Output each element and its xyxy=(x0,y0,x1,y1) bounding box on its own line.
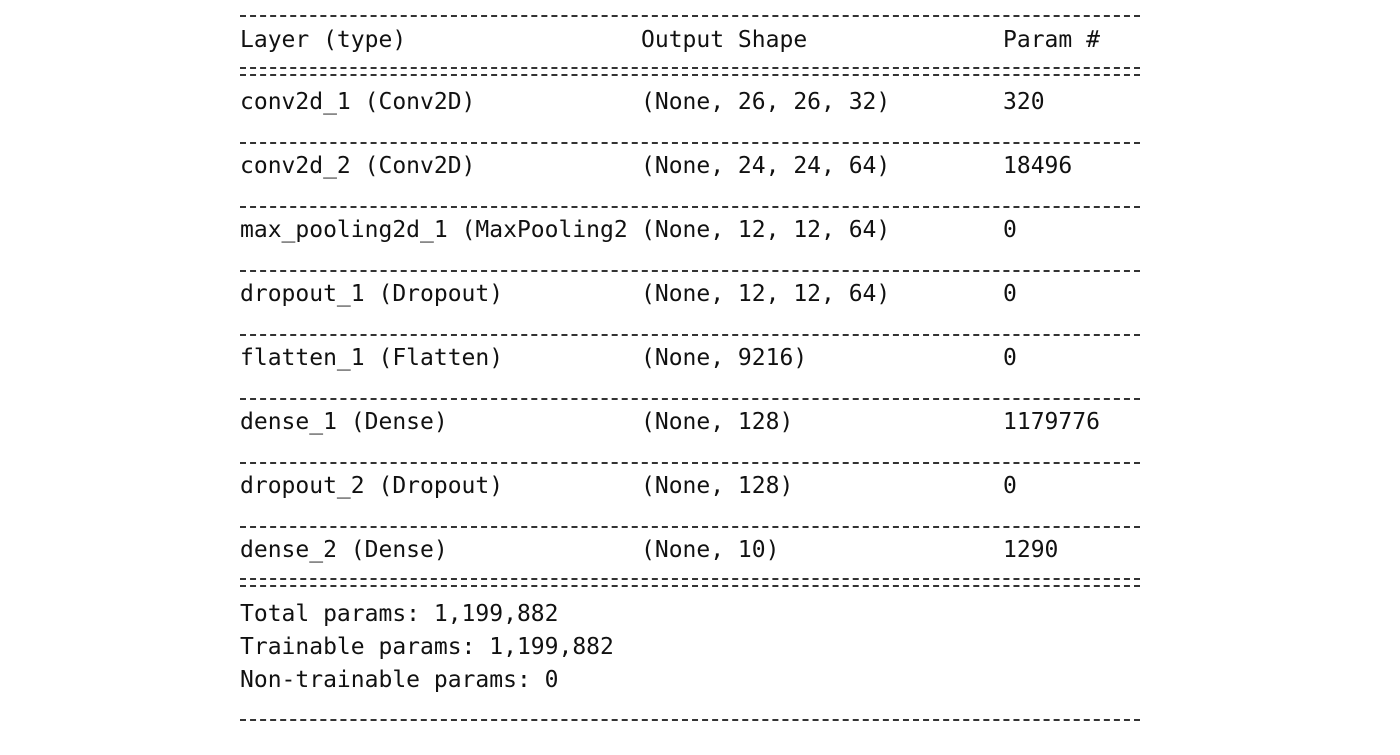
output-shape: (None, 12, 12, 64) xyxy=(641,217,891,243)
row-separator xyxy=(240,142,1140,144)
top-separator xyxy=(240,15,1140,17)
layer-name: dense_2 (Dense) xyxy=(240,537,448,563)
trainable-params: Trainable params: 1,199,882 xyxy=(240,634,614,660)
header-separator xyxy=(240,67,1140,76)
param-count: 0 xyxy=(1003,217,1017,243)
layer-name: dropout_1 (Dropout) xyxy=(240,281,504,307)
param-count: 0 xyxy=(1003,345,1017,371)
param-count: 18496 xyxy=(1003,153,1073,179)
output-shape: (None, 9216) xyxy=(641,345,808,371)
output-shape: (None, 26, 26, 32) xyxy=(641,89,891,115)
header-layer-type: Layer (type) xyxy=(240,27,407,53)
layer-name: dropout_2 (Dropout) xyxy=(240,473,504,499)
row-separator xyxy=(240,462,1140,464)
param-count: 0 xyxy=(1003,473,1017,499)
layer-name: max_pooling2d_1 (MaxPooling2 xyxy=(240,217,628,243)
header-output-shape: Output Shape xyxy=(641,27,808,53)
output-shape: (None, 10) xyxy=(641,537,780,563)
row-separator xyxy=(240,206,1140,208)
row-separator xyxy=(240,334,1140,336)
output-shape: (None, 128) xyxy=(641,409,794,435)
param-count: 1290 xyxy=(1003,537,1059,563)
output-shape: (None, 128) xyxy=(641,473,794,499)
layer-name: flatten_1 (Flatten) xyxy=(240,345,504,371)
total-params: Total params: 1,199,882 xyxy=(240,601,559,627)
row-separator xyxy=(240,270,1140,272)
param-count: 0 xyxy=(1003,281,1017,307)
output-shape: (None, 24, 24, 64) xyxy=(641,153,891,179)
param-count: 1179776 xyxy=(1003,409,1100,435)
header-param-count: Param # xyxy=(1003,27,1100,53)
row-separator xyxy=(240,398,1140,400)
output-shape: (None, 12, 12, 64) xyxy=(641,281,891,307)
param-count: 320 xyxy=(1003,89,1045,115)
layer-name: conv2d_2 (Conv2D) xyxy=(240,153,476,179)
layer-name: conv2d_1 (Conv2D) xyxy=(240,89,476,115)
non-trainable-params: Non-trainable params: 0 xyxy=(240,667,559,693)
bottom-separator xyxy=(240,719,1140,721)
row-separator xyxy=(240,526,1140,528)
footer-separator xyxy=(240,578,1140,587)
layer-name: dense_1 (Dense) xyxy=(240,409,448,435)
